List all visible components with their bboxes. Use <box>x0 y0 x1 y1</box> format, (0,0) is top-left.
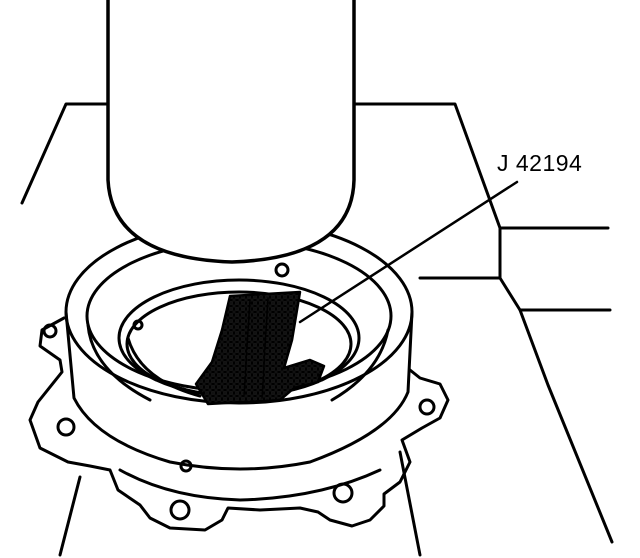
callout-label: J 42194 <box>497 150 583 176</box>
small-hole <box>132 319 144 331</box>
bolt-hole <box>42 323 58 339</box>
hub-flange <box>28 316 450 532</box>
bolt-hole <box>169 499 191 521</box>
press-ram <box>106 0 356 264</box>
small-hole <box>274 262 290 278</box>
bolt-hole <box>418 398 436 416</box>
press-table <box>20 102 614 557</box>
bolt-hole <box>56 417 76 437</box>
special-tool-j42194 <box>194 290 326 406</box>
callout-leader-line <box>298 180 519 324</box>
